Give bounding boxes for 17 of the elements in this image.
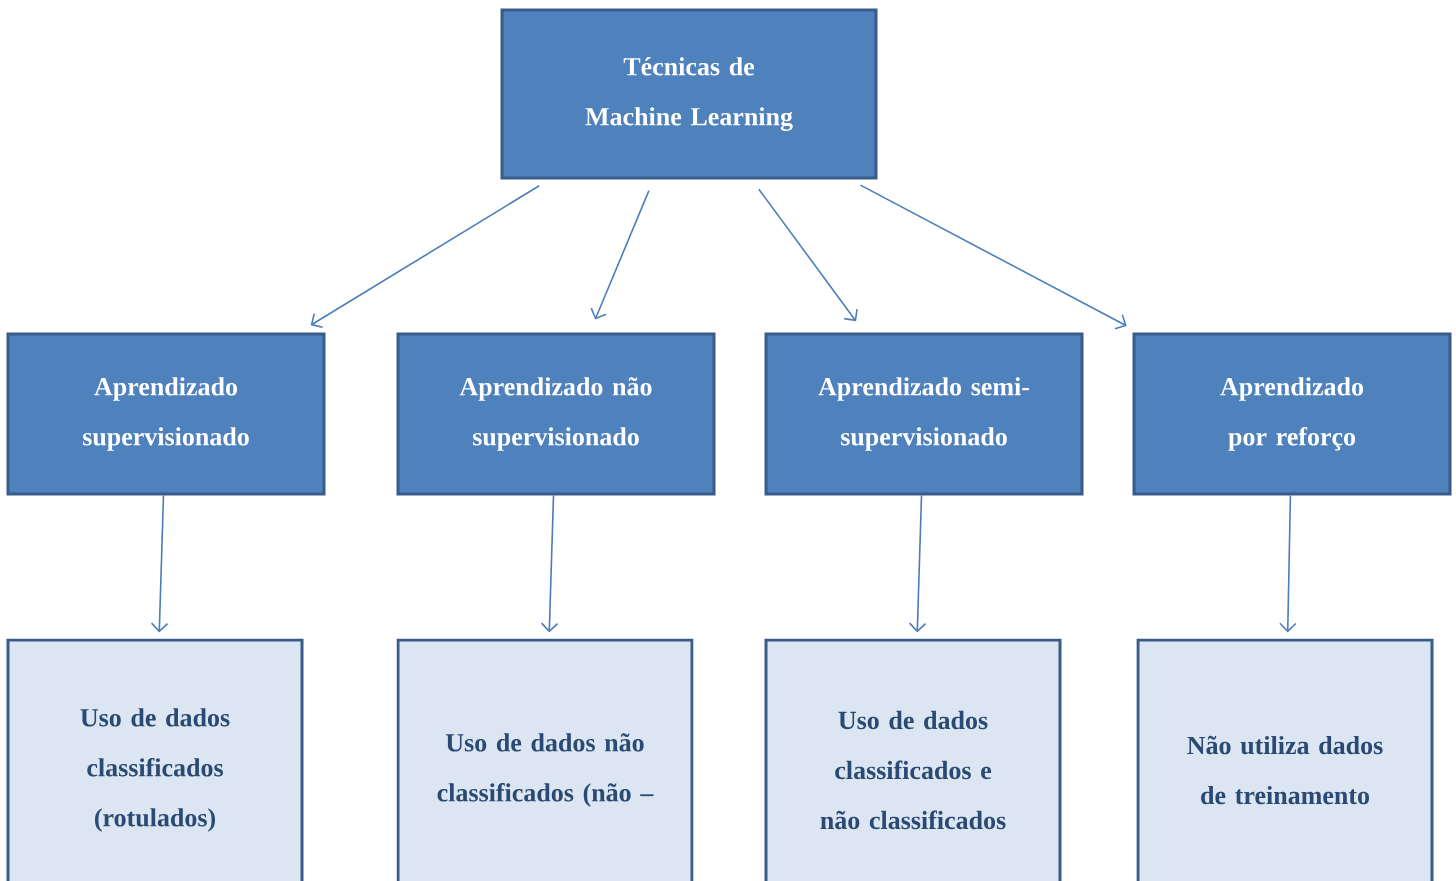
description-box: Não utiliza dados de treinamento: [1136, 638, 1434, 881]
arrow: [908, 494, 927, 633]
description-box: Uso de dados classificados (rotulados): [6, 638, 304, 881]
arrow: [758, 188, 858, 322]
description-box: Uso de dados classificados e não classificados: [764, 638, 1062, 881]
title-box: Aprendizado por reforço: [1132, 332, 1452, 496]
title-box: Aprendizado não supervisionado: [396, 332, 716, 496]
arrow: [540, 494, 559, 633]
arrow: [1279, 494, 1297, 633]
arrow: [150, 494, 169, 633]
description-box: Uso de dados não classificados (não –: [396, 638, 694, 881]
arrow: [590, 189, 650, 320]
arrow: [859, 184, 1127, 330]
title-box: Técnicas de Machine Learning: [500, 8, 878, 180]
arrow: [310, 184, 541, 329]
title-box: Aprendizado semi-supervisionado: [764, 332, 1084, 496]
title-box: Aprendizado supervisionado: [6, 332, 326, 496]
